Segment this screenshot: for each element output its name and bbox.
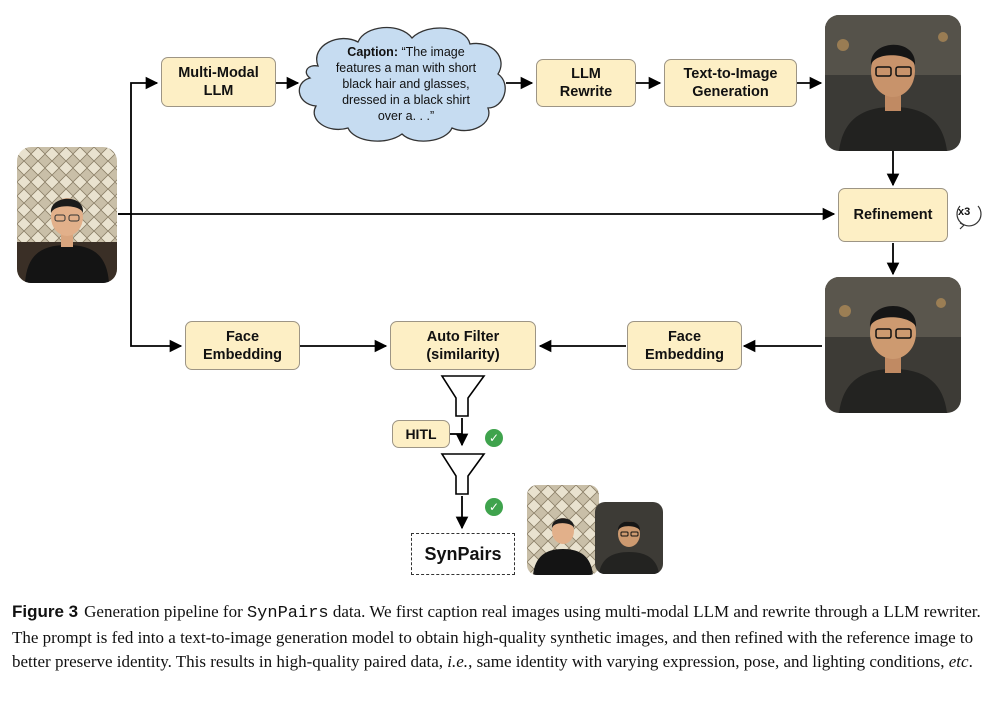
text-to-image-line2: Generation <box>692 84 769 100</box>
caption-part1: Generation pipeline for <box>84 602 247 621</box>
multimodal-llm-line1: Multi-Modal <box>178 65 259 81</box>
synpair-synthetic-photo <box>595 502 663 574</box>
caption-part2: data. We first caption real images using… <box>12 602 981 671</box>
synpairs-box: SynPairs <box>411 533 515 575</box>
hitl-box: HITL <box>392 420 450 448</box>
check-circle-icon: ✓ <box>485 498 503 516</box>
reference-photo <box>17 147 117 283</box>
refinement-box: Refinement <box>838 188 948 242</box>
llm-rewrite-line1: LLM <box>571 66 601 82</box>
caption-cloud-line4: dressed in a black shirt <box>342 93 470 107</box>
synpair-real-photo <box>527 485 599 575</box>
face-embedding-right-line1: Face <box>667 328 702 345</box>
face-embedding-left-line1: Face <box>225 328 260 345</box>
face-embedding-right-line2: Embedding <box>645 346 724 363</box>
check-circle-icon: ✓ <box>485 429 503 447</box>
caption-part3: , same identity with varying expression,… <box>468 652 949 671</box>
generated-photo <box>825 15 961 151</box>
hitl-label: HITL <box>405 426 437 442</box>
figure-caption: Figure 3 Generation pipeline for SynPairs… <box>12 600 987 674</box>
auto-filter-box: Auto Filter(similarity) <box>390 321 536 370</box>
arrow-to-multimodal <box>118 76 159 215</box>
text-to-image-line1: Text-to-Image <box>683 66 778 82</box>
llm-rewrite-line2: Rewrite <box>559 84 613 100</box>
arrow-to-face-embedding-left <box>130 214 183 353</box>
caption-dataset: SynPairs <box>246 604 329 623</box>
multimodal-llm-line2: LLM <box>203 83 234 99</box>
face-embedding-left-line2: Embedding <box>203 346 282 363</box>
caption-cloud-text: Caption: “The image features a man with … <box>318 44 494 124</box>
caption-cloud-line2: features a man with short <box>335 61 477 75</box>
caption-cloud-label: Caption: <box>347 45 398 59</box>
refinement-label: Refinement <box>853 207 933 223</box>
caption-ie: i.e. <box>447 652 469 671</box>
caption-cloud-line1: “The image <box>397 45 465 59</box>
repeat-arrow-icon <box>956 205 982 230</box>
filter-funnel-icon <box>440 453 486 495</box>
caption-cloud <box>298 26 506 142</box>
caption-etc: etc <box>948 652 969 671</box>
caption-cloud-line5: over a. . .” <box>377 109 435 123</box>
refined-photo <box>825 277 961 413</box>
caption-cloud-line3: black hair and glasses, <box>342 77 470 91</box>
pipeline-diagram <box>118 26 982 530</box>
llm-rewrite-box: LLM Rewrite <box>536 59 636 107</box>
figure-label: Figure 3 <box>12 602 79 621</box>
synpairs-label: SynPairs <box>424 543 502 564</box>
caption-part4: . <box>968 652 973 671</box>
repeat-badge: x3 <box>958 206 971 218</box>
auto-filter-line1: Auto Filter <box>426 328 500 345</box>
filter-funnel-icon <box>440 375 486 417</box>
auto-filter-line2: (similarity) <box>426 346 500 363</box>
